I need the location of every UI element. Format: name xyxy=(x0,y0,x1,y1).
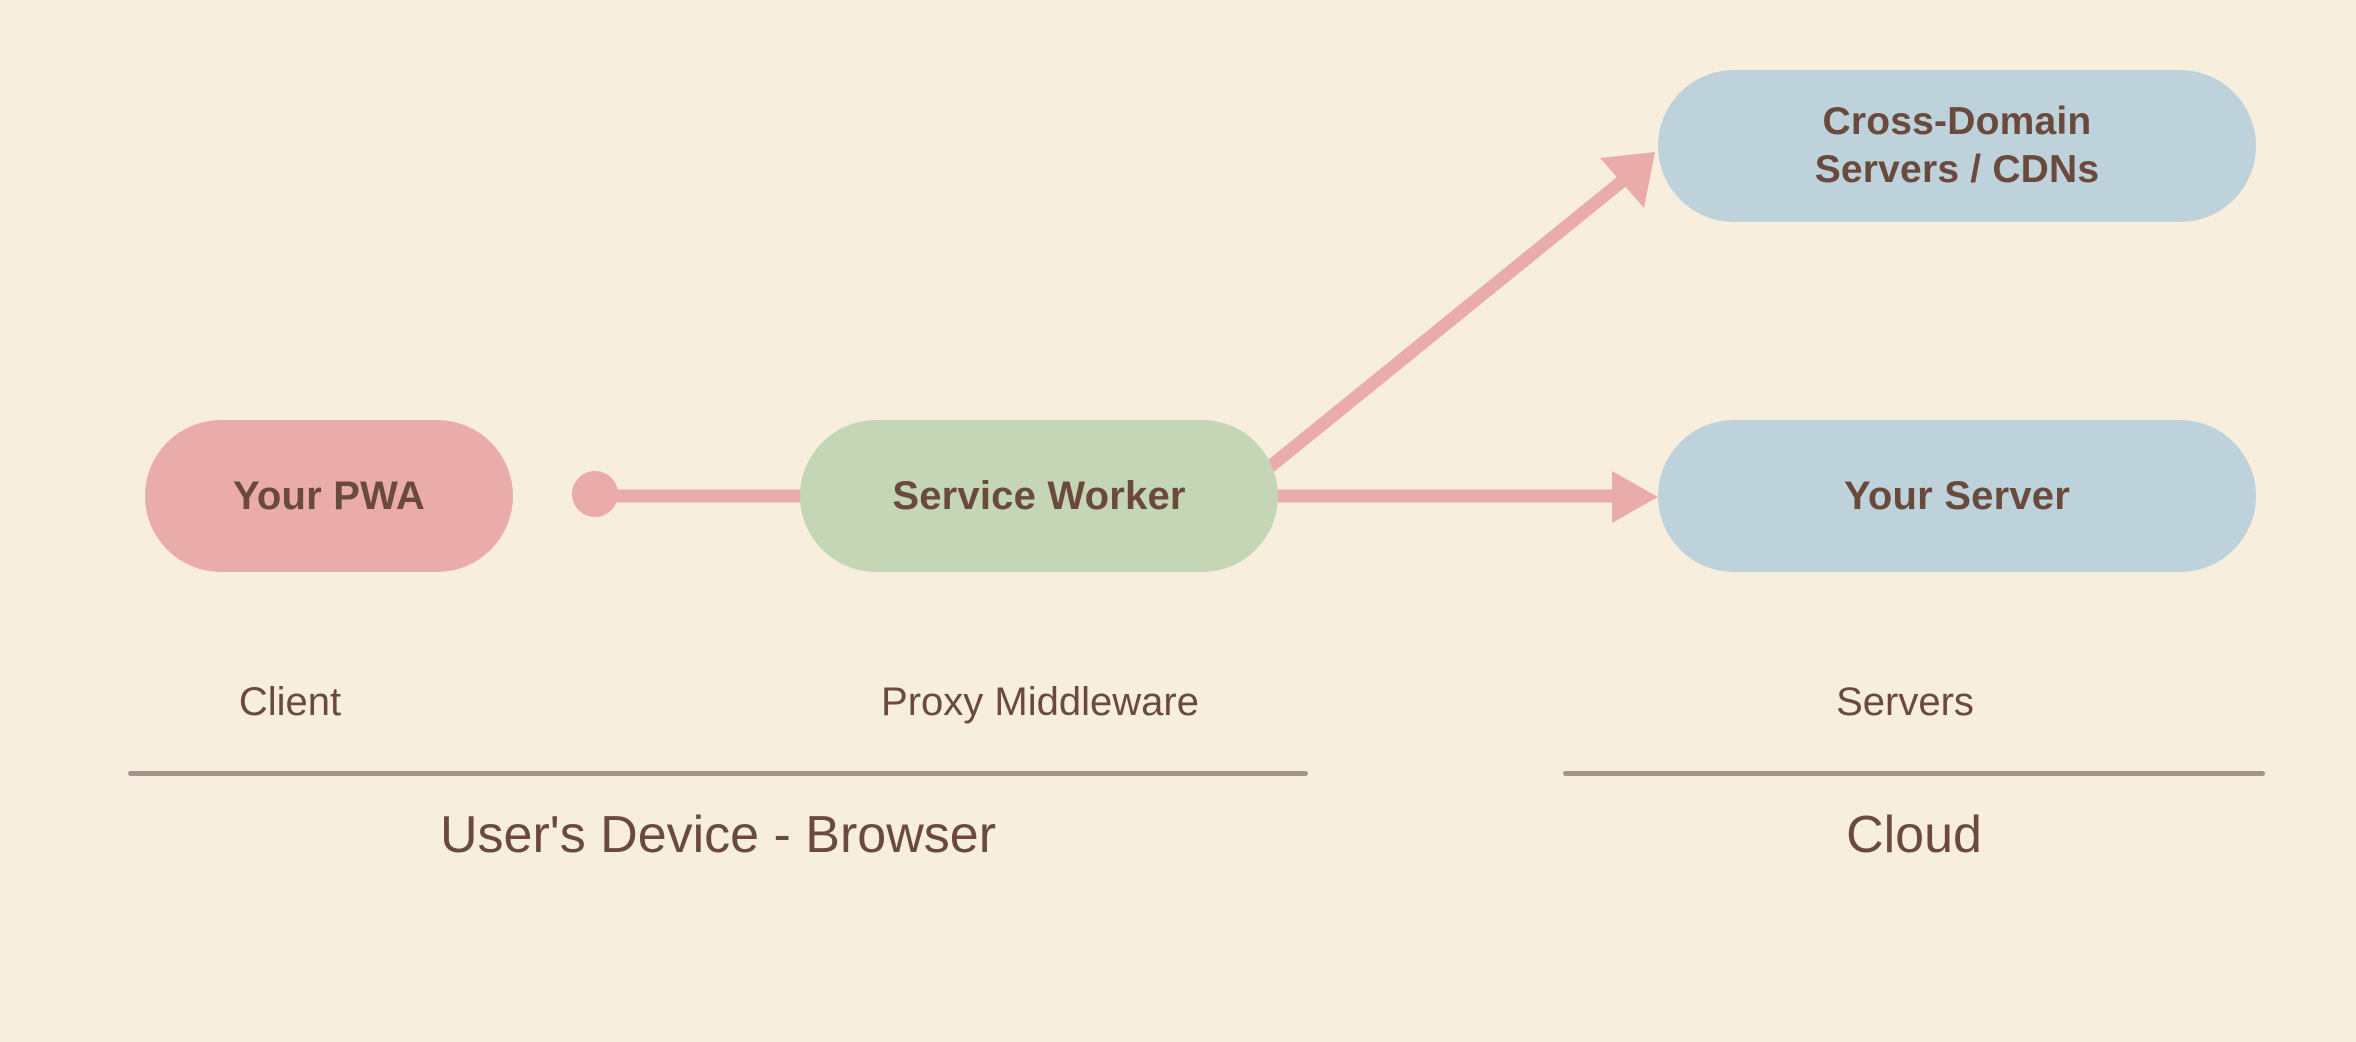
edge-pwa-to-service-worker xyxy=(572,471,806,517)
node-your-server[interactable]: Your Server xyxy=(1658,420,2256,572)
node-your-pwa[interactable]: Your PWA xyxy=(145,420,513,572)
group-divider-device xyxy=(128,771,1308,776)
edge-worker-to-your-server xyxy=(1272,471,1658,523)
group-title-cloud: Cloud xyxy=(1846,806,1982,864)
node-cross-domain-servers[interactable]: Cross-Domain Servers / CDNs xyxy=(1658,70,2256,222)
edge-endpoint-dot-icon xyxy=(572,471,618,517)
node-cross-domain-line-2: Servers / CDNs xyxy=(1814,148,2100,191)
group-title-users-device-browser: User's Device - Browser xyxy=(439,806,997,864)
node-your-server-label: Your Server xyxy=(1843,473,2070,518)
zone-label-proxy-middleware: Proxy Middleware xyxy=(881,680,1199,724)
arrowhead-icon-worker-server xyxy=(1612,471,1658,523)
node-cross-domain-line-1: Cross-Domain xyxy=(1822,100,2092,144)
node-service-worker-label: Service Worker xyxy=(892,473,1186,518)
group-divider-cloud xyxy=(1563,771,2265,776)
zone-label-servers: Servers xyxy=(1836,680,1974,724)
node-cross-domain-servers-label: Cross-Domain Servers / CDNs xyxy=(1815,98,2100,193)
edge-worker-to-cross-domain xyxy=(1261,152,1655,476)
edge-line-worker-cdn xyxy=(1261,172,1631,476)
zone-label-client: Client xyxy=(238,680,342,724)
node-service-worker[interactable]: Service Worker xyxy=(800,420,1278,572)
node-your-pwa-label: Your PWA xyxy=(233,473,425,518)
arrowhead-icon-worker-cdn xyxy=(1600,152,1655,208)
